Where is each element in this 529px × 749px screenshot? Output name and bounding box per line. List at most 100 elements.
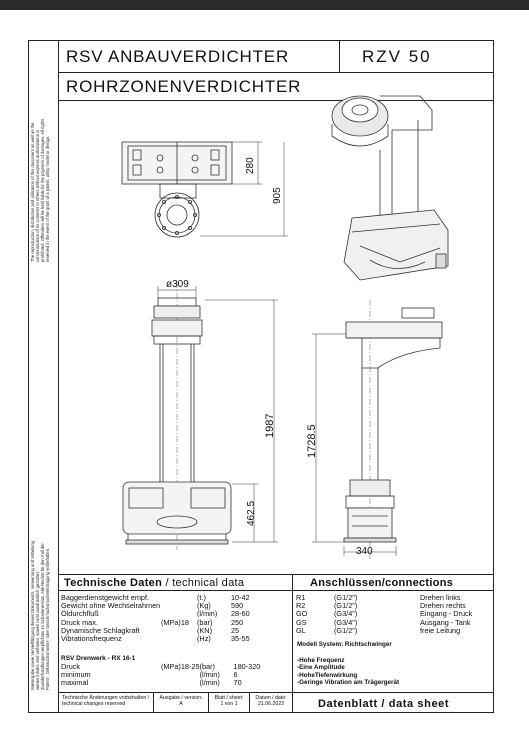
top-view-dimensions [200, 141, 288, 237]
side-view-dimensions [312, 333, 397, 556]
feature-item: -Geringe Vibration am Trägergerät [297, 679, 400, 687]
tech-row-mid [161, 594, 197, 602]
tech-row-mid [161, 627, 197, 635]
connection-row: GL (G1/2") freie Leitung [296, 625, 480, 635]
feature-item: -HoheTiefenwirkung [297, 671, 358, 679]
footer-top-line [58, 692, 494, 693]
dim-1728-5: 1728.5 [306, 424, 318, 458]
tech-row-value: 35-55 [231, 634, 250, 644]
tech-row-label: Vibrationsfrequenz [61, 634, 122, 644]
dim-309: ø309 [166, 279, 189, 290]
drenwerk-row-label: minimum [61, 670, 91, 680]
feature-list: -Hohe Frequenz -Eine Amplitude -HoheTief… [297, 657, 399, 687]
drenwerk-row-mid [161, 671, 200, 679]
tech-row: Druck max.(MPa)18(bar)250 [61, 617, 271, 627]
tech-row-mid: (MPa)18 [161, 617, 189, 627]
connections-heading: Anschlüssen/connections [310, 577, 454, 589]
connection-row-size: (G1/2") [334, 601, 358, 611]
tech-row: Baggerdienstgewicht empf. (t.) 10-42 [61, 593, 271, 602]
drenwerk-row: Druck(MPa)18-25(bar)180-320 [61, 662, 274, 671]
connection-row-size: (G1/2") [334, 625, 358, 635]
header-divider-1 [58, 72, 494, 73]
product-subtitle: ROHRZONENVERDICHTER [66, 77, 302, 96]
connection-row: GS(G3/4")Ausgang - Tank [296, 617, 480, 627]
connection-row-desc: freie Leitung [420, 625, 461, 635]
footer-divider-2 [208, 692, 209, 713]
isometric-view-drawing [331, 95, 449, 281]
connection-row: R2(G1/2")Drehen rechts [296, 601, 480, 611]
tech-row-label: Baggerdienstgewicht empf. [61, 593, 150, 602]
drenwerk-row: minimum (l/min) 6 [61, 670, 274, 680]
front-view-dimensions [157, 286, 278, 543]
sheet-box: Blatt / sheet:1 von 1 [214, 695, 244, 707]
dim-280: 280 [245, 157, 256, 174]
drenwerk-title: RSV Drenwerk - RX 16-1 [61, 655, 136, 662]
technical-data-heading: Technische Daten / technical data [64, 577, 245, 589]
top-view-drawing [121, 141, 233, 238]
dim-462-5: 462.5 [246, 500, 257, 526]
tech-row-unit: (bar) [197, 617, 213, 627]
footer-divider-4 [292, 692, 293, 713]
changes-note: Technische Änderungen vorbehalten /techn… [62, 695, 150, 707]
table-top-line [58, 574, 494, 575]
tech-row: Gewicht ohne Wechselrahmen (Kg) 590 [61, 601, 271, 611]
table-middle-divider [292, 574, 293, 692]
connection-row-code: GL [296, 625, 306, 635]
product-title: RSV ANBAUVERDICHTER [66, 47, 290, 66]
front-view-drawing [122, 282, 232, 550]
dim-1987: 1987 [264, 413, 276, 438]
connection-row-size: (G3/4") [334, 617, 358, 627]
feature-item: -Hohe Frequenz [297, 657, 345, 664]
tech-row-value: 28-60 [231, 609, 250, 619]
connection-row: GO(G3/4")Eingang - Druck [296, 610, 480, 618]
left-margin-line [58, 40, 59, 713]
table-header-line [58, 590, 494, 591]
tech-row-value: 10-42 [231, 593, 250, 602]
drenwerk-row-unit: (l/min) [199, 678, 220, 688]
drenwerk-row-unit: (bar) [199, 662, 215, 671]
dim-905: 905 [272, 187, 283, 204]
tech-row-label: Gewicht ohne Wechselrahmen [61, 601, 161, 611]
tech-row: Vibrationsfrequenz(Hz)35-55 [61, 634, 271, 644]
drenwerk-row-label: Druck [61, 662, 81, 671]
model-number: RZV 50 [362, 47, 432, 66]
tech-row-label: Dynamische Schlagkraft [61, 625, 140, 635]
drenwerk-row-value: 180-320 [233, 662, 261, 671]
dim-340: 340 [356, 546, 373, 557]
datasheet-frame [28, 40, 494, 713]
drenwerk-row-value: 70 [233, 678, 242, 688]
window-top-bar [0, 0, 529, 10]
tech-row-mid [161, 635, 197, 643]
connection-row-code: GO [296, 609, 308, 619]
drenwerk-row-value: 6 [233, 670, 238, 680]
connection-row-size: (G3/4") [334, 609, 358, 619]
datasheet-label: Datenblatt / data sheet [318, 698, 450, 710]
drenwerk-row-unit: (l/min) [199, 670, 220, 680]
issue-box: Ausgabe / version:A [159, 695, 203, 707]
tech-row-unit: (l/min) [197, 609, 218, 619]
tech-row-value: 25 [231, 625, 240, 635]
tech-row-unit: (Kg) [197, 601, 211, 611]
tech-row-unit: (KN) [197, 625, 212, 635]
tech-row-label: Öldurchfluß [61, 609, 99, 619]
drenwerk-row-label: maximal [61, 678, 89, 688]
connection-row-desc: Drehen rechts [420, 601, 466, 611]
tech-row-unit: (t.) [197, 593, 206, 602]
header-divider-2 [58, 100, 494, 101]
connection-row-code: GS [296, 617, 307, 627]
footer-divider-3 [249, 692, 250, 713]
drenwerk-row-mid [161, 679, 200, 687]
tech-row-value: 590 [231, 601, 244, 611]
side-view-drawing [343, 300, 443, 560]
tech-row-label: Druck max. [61, 617, 98, 627]
connection-row: R1(G1/2")Drehen links [296, 593, 480, 602]
tech-row-mid [161, 602, 197, 610]
drenwerk-row: maximal (l/min) 70 [61, 679, 274, 687]
tech-row: Öldurchfluß (l/min) 28-60 [61, 610, 271, 618]
connection-row-code: R1 [296, 593, 306, 602]
header-vertical-divider [339, 40, 340, 72]
